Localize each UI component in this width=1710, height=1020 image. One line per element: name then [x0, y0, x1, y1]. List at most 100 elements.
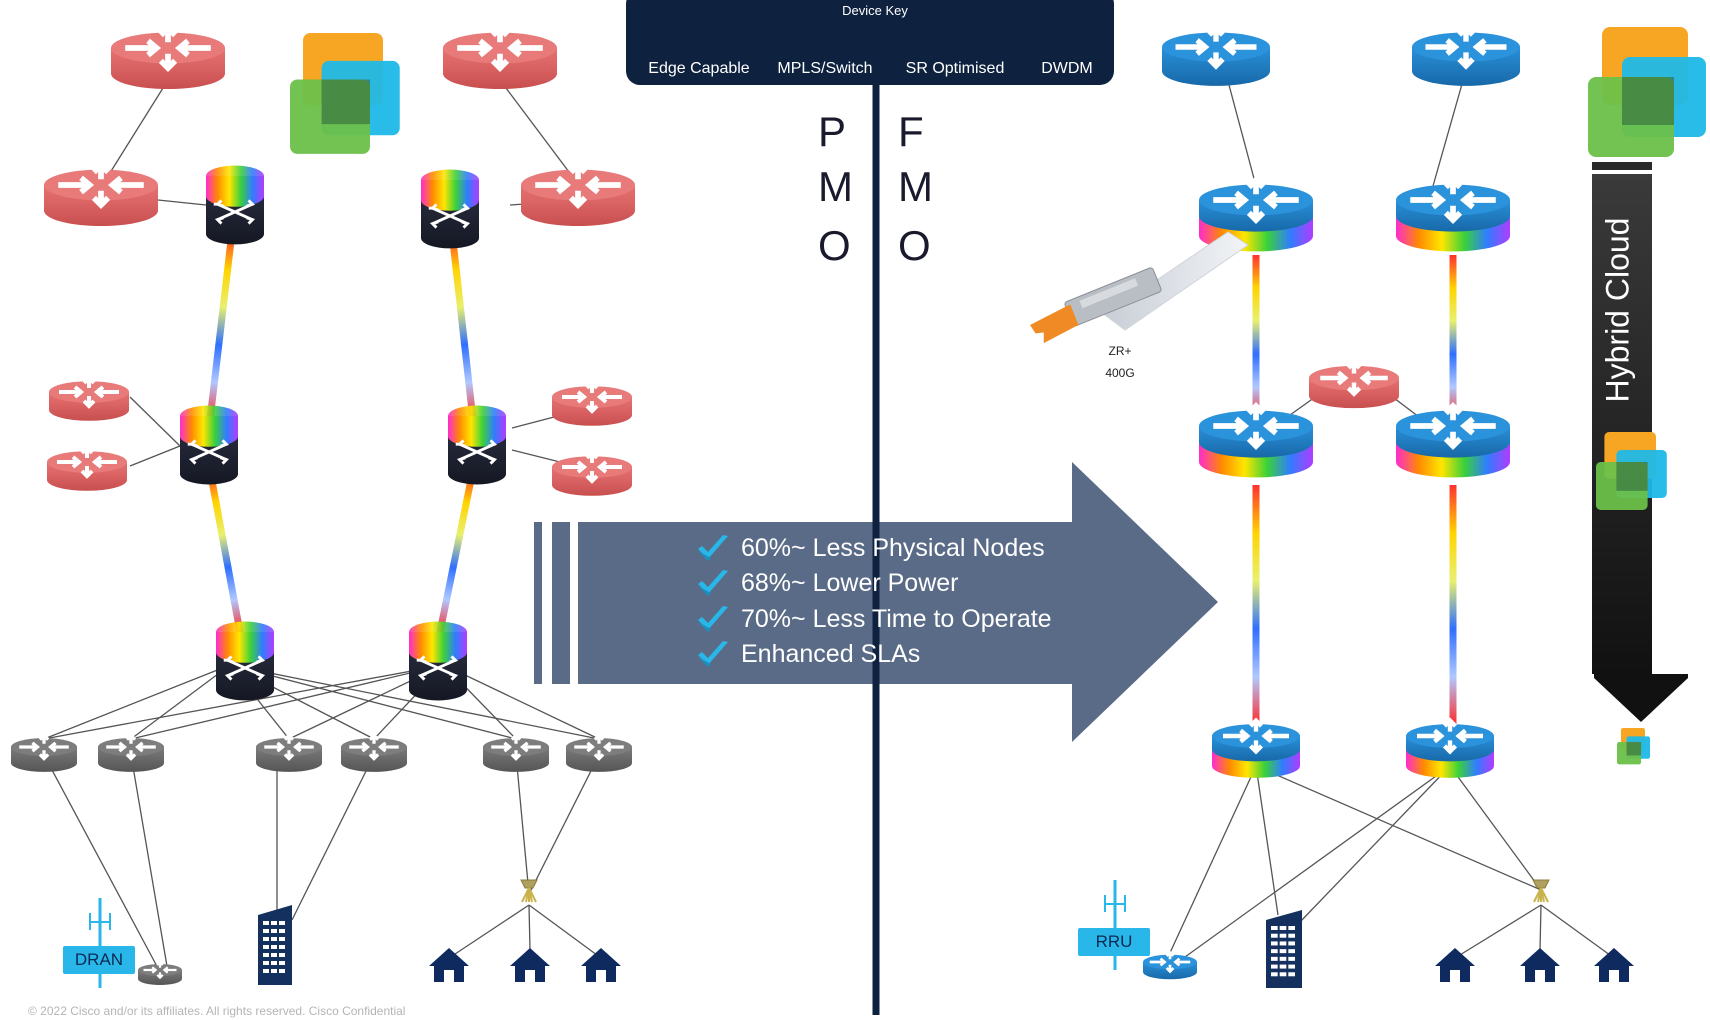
arrow-in-right — [506, 38, 543, 58]
key-label-edge: Edge Capable — [648, 60, 750, 77]
arrow-out-up — [125, 733, 137, 744]
arrow-in-left — [1410, 416, 1447, 436]
building-window — [271, 937, 277, 941]
dwdm-top — [216, 621, 274, 643]
sr-router-icon — [1212, 717, 1300, 778]
cross-lines — [459, 442, 495, 462]
radio-tower-icon — [1104, 880, 1126, 970]
router-arrows-icon — [19, 733, 69, 761]
checkmark-icon — [698, 535, 728, 561]
sr-router-icon — [1199, 402, 1313, 478]
cross-connect-icon — [428, 203, 471, 229]
house-icon — [1520, 948, 1560, 982]
router-arrows-icon — [125, 24, 211, 72]
network-link — [43, 664, 445, 740]
house-icon — [581, 948, 621, 982]
arrow-out-up — [80, 445, 94, 458]
building-window — [1288, 956, 1295, 961]
office-building-icon — [258, 905, 292, 985]
building-window — [1279, 964, 1287, 969]
network-link — [528, 904, 602, 959]
cross-connect-icon — [213, 199, 256, 225]
network-link — [1255, 765, 1542, 891]
router-top — [552, 386, 632, 408]
arrow-in-right — [1455, 728, 1484, 744]
house-icon — [429, 948, 469, 982]
arrow-in-right — [603, 741, 624, 753]
arrow-in-left — [106, 741, 127, 753]
checkmark-icon — [698, 606, 728, 632]
sr-router-icon — [1396, 402, 1510, 478]
fiber-link — [206, 231, 236, 421]
edge-router-icon — [47, 445, 127, 491]
building-window — [279, 929, 285, 933]
arrow-out-up — [1443, 402, 1463, 421]
arrow-in-right — [1222, 38, 1257, 56]
optical-splitter-icon — [520, 879, 538, 903]
dwdm-top — [409, 621, 467, 643]
arrow-out-down — [1442, 740, 1458, 755]
router-arrows-icon — [1410, 402, 1496, 450]
house-shape — [1435, 948, 1475, 982]
building-window — [263, 961, 269, 965]
building-window — [271, 929, 277, 933]
router-top — [98, 738, 164, 756]
building-window — [271, 953, 277, 957]
router-top — [1412, 32, 1520, 62]
building-body — [1266, 910, 1302, 988]
arrow-in-left — [1416, 728, 1445, 744]
splitter-fiber — [528, 887, 537, 903]
building-window — [271, 961, 277, 965]
dwdm-node-icon — [421, 169, 479, 249]
network-link — [291, 754, 375, 921]
router-arrows-icon — [58, 161, 144, 209]
hybrid-cloud-arrow-base — [1594, 674, 1688, 678]
router-arrows-icon — [535, 161, 621, 209]
arrow-out-up — [283, 733, 295, 744]
fiber-link — [206, 469, 244, 633]
transceiver-label-line1: ZR+ — [1108, 344, 1132, 358]
pmo-letter-o: O — [818, 222, 851, 269]
pmo-letter-p: P — [818, 108, 847, 155]
cross-connect-icon — [455, 439, 498, 465]
arrow-out-down — [585, 401, 599, 414]
fiber-link — [1252, 485, 1260, 725]
router-top — [443, 32, 557, 64]
arrow-in-left — [125, 38, 162, 58]
cloud-overlap — [1622, 77, 1674, 125]
building-window — [279, 945, 285, 949]
mpls-switch-icon — [483, 733, 549, 772]
network-nodes — [11, 2, 1634, 988]
cross-arrowheads — [187, 439, 230, 465]
edge-router-icon — [111, 24, 225, 90]
router-top — [483, 738, 549, 756]
splitter-body — [520, 879, 538, 889]
mpls-switch-icon — [256, 733, 322, 772]
fmo-letter-o: O — [898, 222, 931, 269]
arrow-in-left — [143, 966, 158, 974]
network-link — [1432, 69, 1467, 187]
router-top — [1199, 184, 1313, 216]
arrow-in-right — [135, 741, 156, 753]
router-top — [521, 169, 635, 201]
radio-tower-icon — [89, 898, 111, 988]
benefit-text: 60%~ Less Physical Nodes — [741, 533, 1045, 562]
router-arrows-icon — [1416, 717, 1484, 755]
arrow-tail-bar — [534, 522, 542, 684]
optical-splitter-icon — [1532, 879, 1550, 903]
hybrid-cloud-arrowhead — [1594, 678, 1688, 722]
fiber-strand — [206, 469, 244, 633]
network-link — [229, 664, 517, 740]
dwdm-node-icon — [409, 621, 467, 701]
network-link — [1449, 765, 1542, 891]
building-window — [1288, 933, 1295, 938]
arrow-in-right — [91, 455, 117, 469]
edge-router-icon — [49, 375, 129, 421]
arrow-in-left — [1175, 38, 1210, 56]
arrow-in-left — [562, 460, 588, 474]
fiber-link — [436, 469, 477, 633]
arrow-out-down — [593, 750, 605, 761]
sr-router-icon — [1412, 24, 1520, 86]
router-arrows-icon — [1213, 176, 1299, 224]
cloud-provider-icon — [1617, 728, 1651, 765]
